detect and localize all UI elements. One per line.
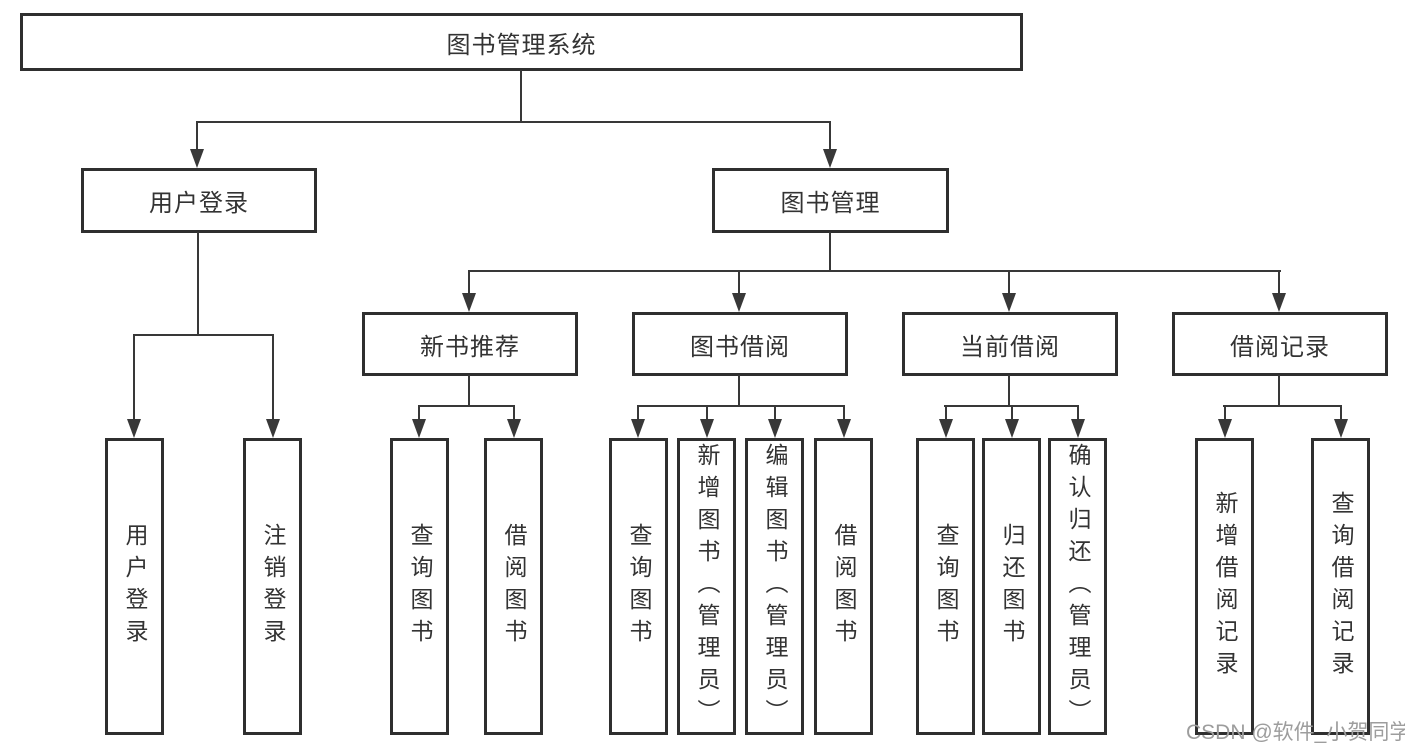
node-book-borrow-label: 图书借阅 <box>690 333 790 361</box>
connector-line <box>418 405 420 422</box>
connector-line <box>418 405 515 407</box>
leaf-query-books-borrow: 查询图书 <box>609 438 668 735</box>
connector-line <box>774 405 776 422</box>
arrow-down-icon <box>127 419 141 438</box>
connector-line <box>829 232 831 272</box>
arrow-down-icon <box>266 419 280 438</box>
arrow-down-icon <box>1002 293 1016 312</box>
connector-line <box>637 405 639 422</box>
connector-line <box>272 334 274 420</box>
leaf-logout: 注销登录 <box>243 438 302 735</box>
arrow-down-icon <box>837 419 851 438</box>
connector-line <box>133 334 274 336</box>
connector-line <box>829 121 831 152</box>
node-current-borrow: 当前借阅 <box>902 312 1118 376</box>
arrow-down-icon <box>1218 419 1232 438</box>
node-current-borrow-label: 当前借阅 <box>960 333 1060 361</box>
connector-line <box>1340 405 1342 422</box>
leaf-label: 编辑图书（管理员） <box>762 442 788 731</box>
connector-line <box>520 70 522 123</box>
leaf-label: 查询图书 <box>626 522 652 651</box>
leaf-label: 查询图书 <box>933 522 959 651</box>
arrow-down-icon <box>823 149 837 168</box>
leaf-add-book-admin: 新增图书（管理员） <box>677 438 736 735</box>
arrow-down-icon <box>462 293 476 312</box>
leaf-query-books-current: 查询图书 <box>916 438 975 735</box>
watermark: CSDN @软件_小贺同学 <box>1186 721 1405 744</box>
node-borrow-records: 借阅记录 <box>1172 312 1388 376</box>
arrow-down-icon <box>939 419 953 438</box>
arrow-down-icon <box>1334 419 1348 438</box>
leaf-return-books: 归还图书 <box>982 438 1041 735</box>
connector-line <box>468 270 470 295</box>
leaf-borrow-books: 借阅图书 <box>814 438 873 735</box>
connector-line <box>1077 405 1079 422</box>
leaf-label: 新增借阅记录 <box>1212 490 1238 683</box>
node-book-management: 图书管理 <box>712 168 949 233</box>
arrow-down-icon <box>1071 419 1085 438</box>
arrow-down-icon <box>768 419 782 438</box>
connector-line <box>706 405 708 422</box>
node-user-login: 用户登录 <box>81 168 317 233</box>
connector-line <box>468 375 470 407</box>
node-new-book-recommend: 新书推荐 <box>362 312 578 376</box>
arrow-down-icon <box>1272 293 1286 312</box>
connector-line <box>468 270 1281 272</box>
connector-line <box>1224 405 1226 422</box>
connector-line <box>1278 270 1280 295</box>
connector-line <box>738 375 740 407</box>
connector-line <box>196 121 831 123</box>
leaf-label: 注销登录 <box>260 522 286 651</box>
node-new-book-recommend-label: 新书推荐 <box>420 333 520 361</box>
connector-line <box>843 405 845 422</box>
connector-line <box>1008 375 1010 407</box>
node-root-label: 图书管理系统 <box>446 31 597 59</box>
connector-line <box>197 232 199 336</box>
leaf-label: 借阅图书 <box>831 522 857 651</box>
arrow-down-icon <box>190 149 204 168</box>
connector-line <box>945 405 947 422</box>
node-user-login-label: 用户登录 <box>149 190 249 217</box>
connector-line <box>1278 375 1280 407</box>
leaf-edit-book-admin: 编辑图书（管理员） <box>745 438 804 735</box>
leaf-borrow-books-recommend: 借阅图书 <box>484 438 543 735</box>
leaf-label: 借阅图书 <box>501 522 527 651</box>
connector-line <box>133 334 135 420</box>
arrow-down-icon <box>1005 419 1019 438</box>
connector-line <box>738 270 740 295</box>
leaf-user-login: 用户登录 <box>105 438 164 735</box>
arrow-down-icon <box>507 419 521 438</box>
leaf-label: 查询借阅记录 <box>1328 490 1354 683</box>
node-book-borrow: 图书借阅 <box>632 312 848 376</box>
leaf-label: 新增图书（管理员） <box>694 442 720 731</box>
node-root: 图书管理系统 <box>20 13 1023 71</box>
arrow-down-icon <box>631 419 645 438</box>
connector-line <box>1223 405 1342 407</box>
leaf-add-borrow-record: 新增借阅记录 <box>1195 438 1254 735</box>
arrow-down-icon <box>732 293 746 312</box>
leaf-label: 用户登录 <box>122 522 148 651</box>
leaf-label: 归还图书 <box>999 522 1025 651</box>
connector-line <box>637 405 845 407</box>
leaf-label: 确认归还（管理员） <box>1065 442 1091 731</box>
node-book-management-label: 图书管理 <box>780 190 881 217</box>
arrow-down-icon <box>700 419 714 438</box>
leaf-confirm-return-admin: 确认归还（管理员） <box>1048 438 1107 735</box>
leaf-query-borrow-record: 查询借阅记录 <box>1311 438 1370 735</box>
connector-line <box>513 405 515 422</box>
arrow-down-icon <box>412 419 426 438</box>
leaf-label: 查询图书 <box>407 522 433 651</box>
leaf-query-books-recommend: 查询图书 <box>390 438 449 735</box>
connector-line <box>1011 405 1013 422</box>
connector-line <box>196 121 198 152</box>
connector-line <box>1008 270 1010 295</box>
node-borrow-records-label: 借阅记录 <box>1230 333 1330 361</box>
